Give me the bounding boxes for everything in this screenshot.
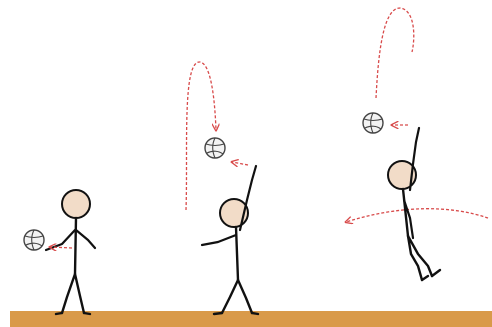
figure-legs — [62, 274, 84, 313]
volleyball-icon — [24, 230, 44, 250]
volleyball-icon — [205, 138, 225, 158]
stage-spike — [346, 8, 488, 280]
figure-raised-arm — [240, 166, 256, 230]
figure-legs — [222, 280, 252, 313]
figure-arms — [46, 230, 95, 250]
figure-body — [75, 218, 76, 274]
figure-legs — [408, 236, 432, 280]
figure-head — [62, 190, 90, 218]
figure-arms — [202, 235, 236, 245]
stage-hold — [24, 190, 95, 314]
approach-trajectory — [346, 209, 488, 222]
trajectory-arrow — [232, 162, 248, 165]
volleyball-icon — [363, 113, 383, 133]
stage-toss — [186, 62, 258, 314]
toss-trajectory — [186, 62, 216, 210]
toss-trajectory — [376, 8, 414, 98]
